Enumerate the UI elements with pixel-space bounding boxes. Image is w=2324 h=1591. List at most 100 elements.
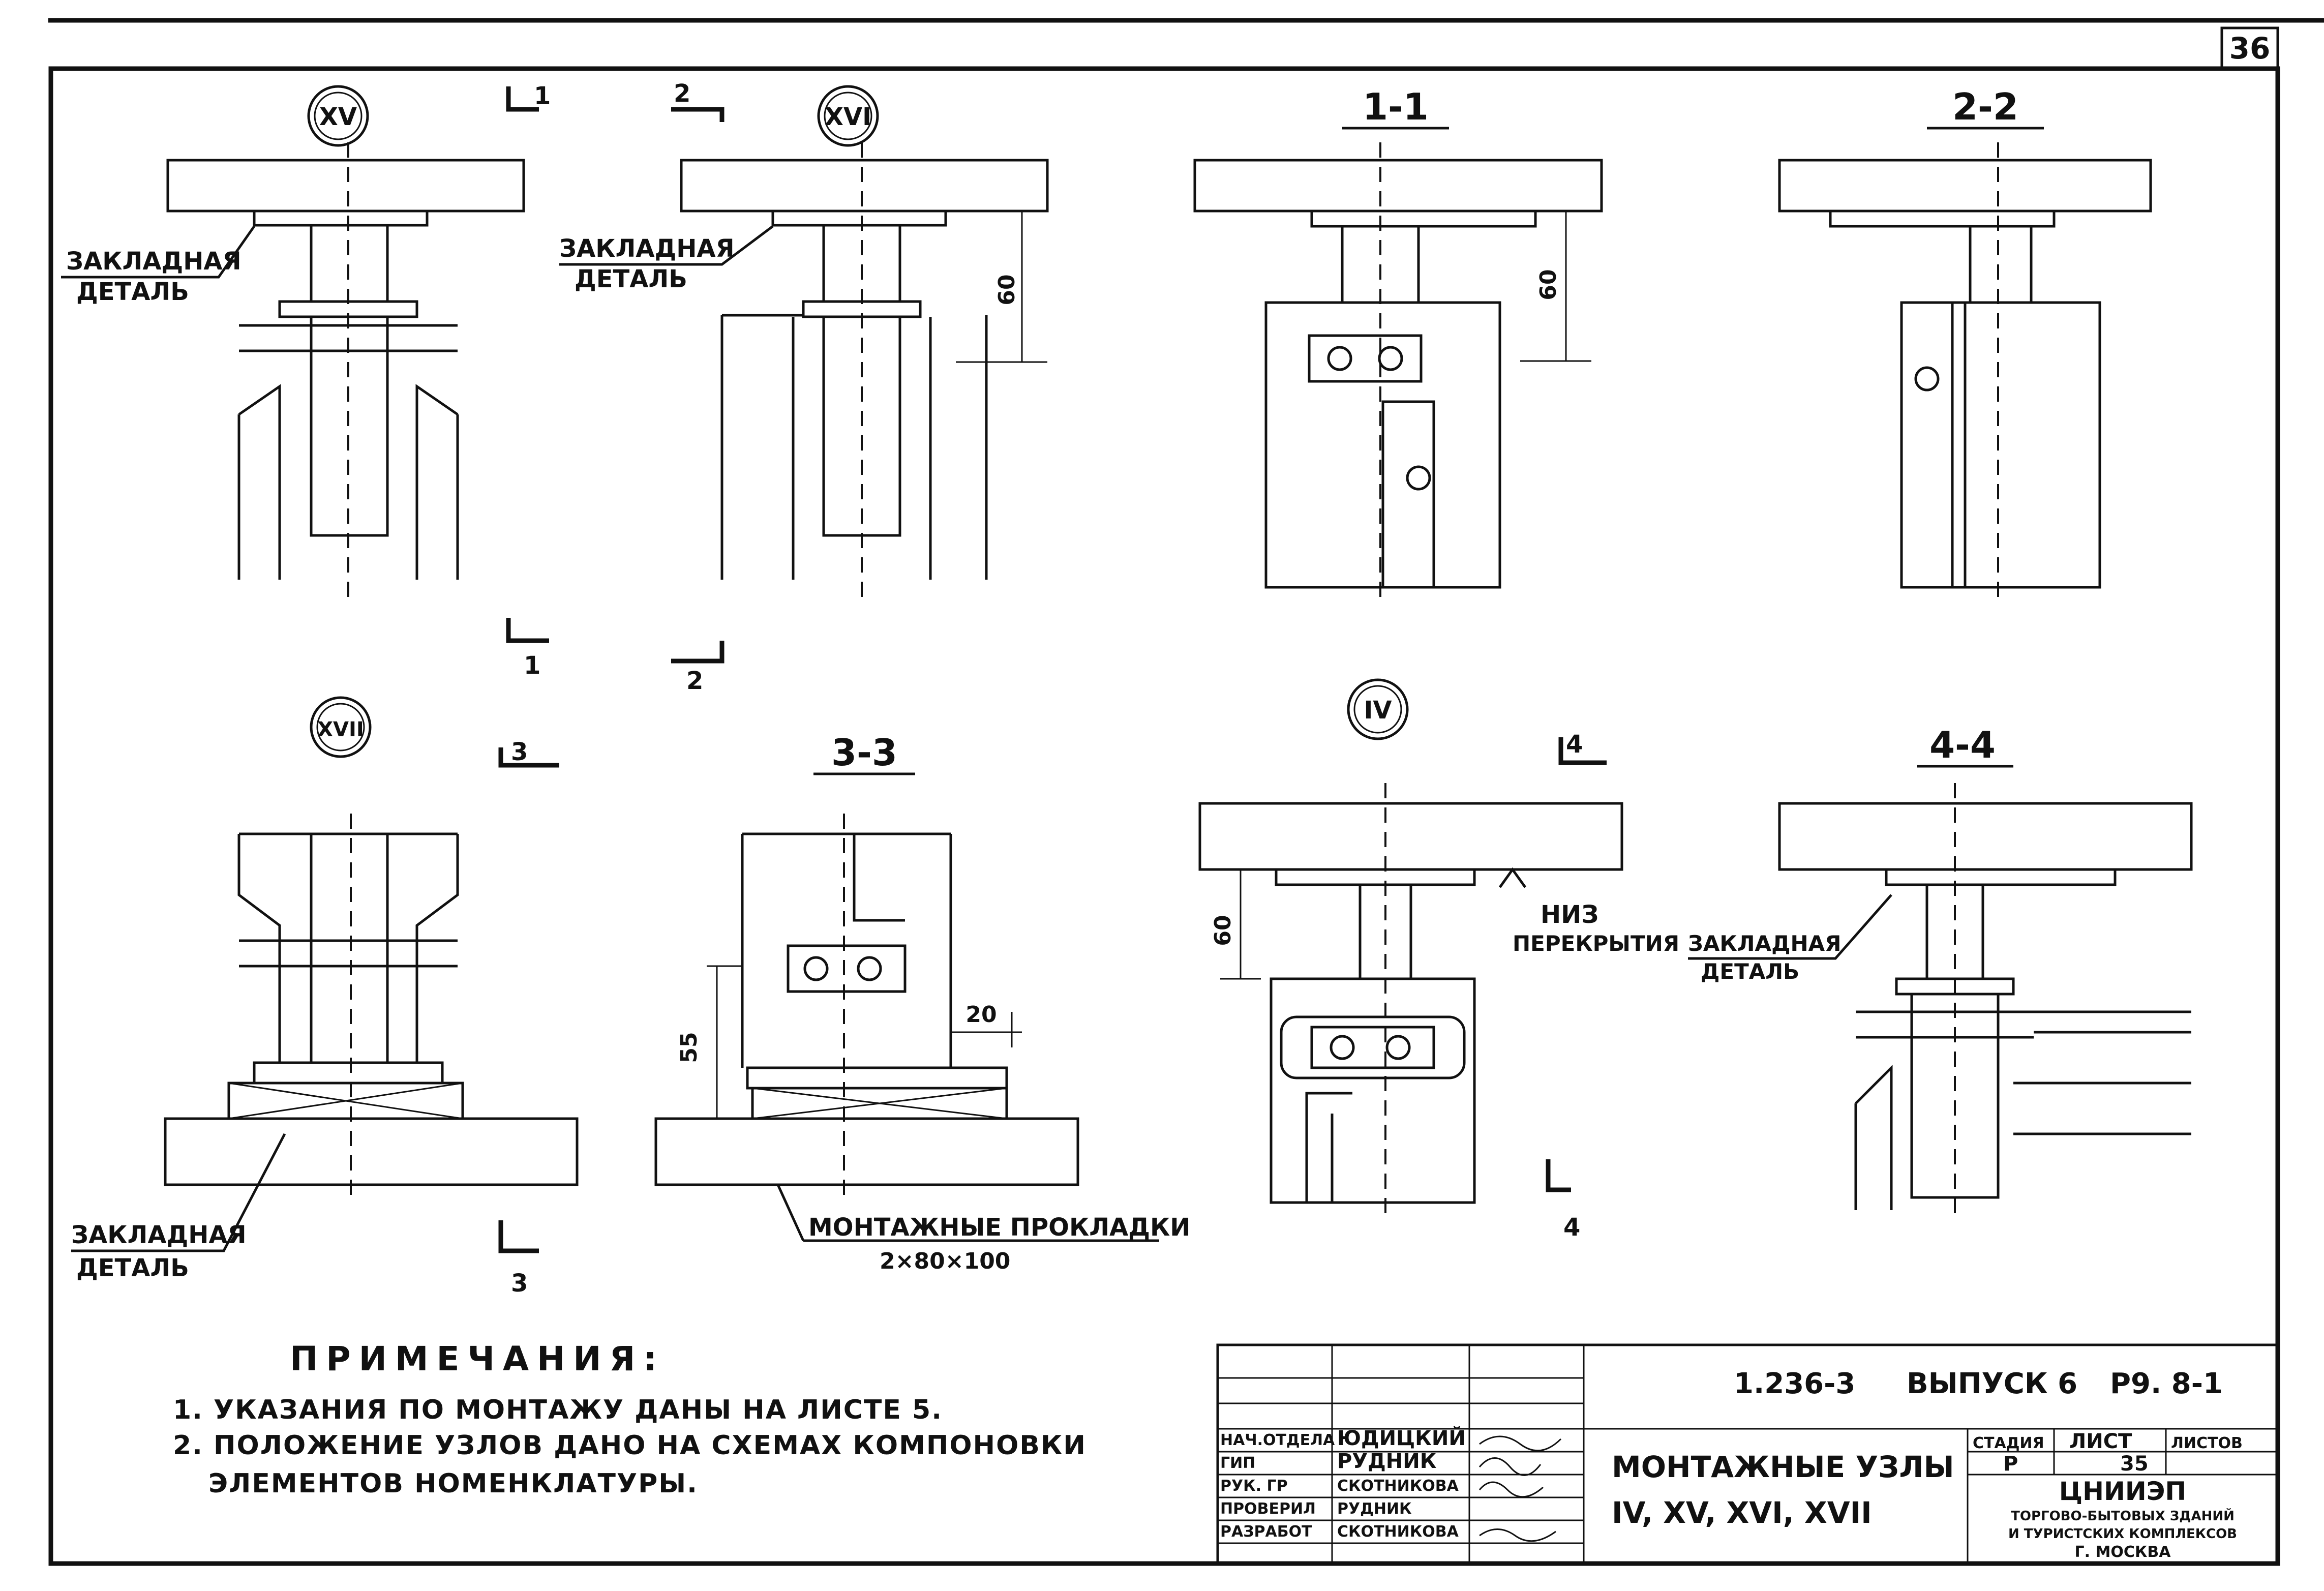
svg-text:ТОРГОВО-БЫТОВЫХ ЗДАНИЙ: ТОРГОВО-БЫТОВЫХ ЗДАНИЙ (2011, 1508, 2235, 1524)
section-1-marks (506, 86, 549, 643)
detail-xvii-slab (164, 1117, 579, 1186)
bolt-icon (1385, 1035, 1411, 1060)
svg-text:РАЗРАБОТ: РАЗРАБОТ (1220, 1523, 1312, 1541)
section-3-3-bolt-plate (787, 944, 907, 993)
section-4-4-title: 4-4 (1929, 724, 1996, 766)
detail-xvii: XVII 3 3 ЗАКЛАДНАЯ ДЕТАЛЬ (71, 696, 579, 1298)
section-1-1: 1-1 60 (1193, 85, 1603, 600)
svg-text:55: 55 (676, 1032, 702, 1063)
svg-text:3: 3 (511, 738, 528, 766)
svg-text:РУДНИК: РУДНИК (1337, 1450, 1437, 1473)
svg-text:РУК. ГР: РУК. ГР (1220, 1477, 1288, 1495)
section-4-4: 4-4 (1778, 724, 2193, 1215)
svg-text:СКОТНИКОВА: СКОТНИКОВА (1337, 1523, 1459, 1541)
svg-text:2: 2 (686, 667, 703, 695)
section-4-marks (1546, 737, 1607, 1192)
svg-text:2: 2 (674, 79, 690, 108)
svg-text:Р: Р (2003, 1452, 2018, 1476)
detail-iv-label: IV (1364, 696, 1392, 725)
detail-xv-embed-plate (253, 209, 429, 227)
bolt-icon (1406, 465, 1431, 491)
section-2-2-slab (1778, 159, 2152, 213)
svg-text:ЦНИИЭП: ЦНИИЭП (2059, 1477, 2186, 1506)
detail-xvi: XVI 2 2 ЗАКЛАДНАЯ ДЕТАЛЬ 60 (559, 79, 1049, 695)
detail-xvi-slab (680, 159, 1049, 213)
svg-text:1: 1 (534, 82, 551, 110)
svg-text:Г. МОСКВА: Г. МОСКВА (2075, 1543, 2171, 1561)
section-4-4-beam (2013, 1010, 2191, 1135)
svg-text:ЗАКЛАДНАЯ: ЗАКЛАДНАЯ (1688, 931, 1841, 956)
svg-text:ДЕТАЛЬ: ДЕТАЛЬ (76, 1254, 189, 1282)
notes: ПРИМЕЧАНИЯ: 1. УКАЗАНИЯ ПО МОНТАЖУ ДАНЫ … (173, 1339, 1086, 1499)
detail-xv: XV 1 1 ЗАКЛАДНАЯ ДЕТАЛЬ (61, 82, 551, 680)
svg-text:СТАДИЯ: СТАДИЯ (1973, 1434, 2044, 1452)
note-2: 2. ПОЛОЖЕНИЕ УЗЛОВ ДАНО НА СХЕМАХ КОМПОН… (173, 1430, 1086, 1461)
title-block: НАЧ.ОТДЕЛА ЮДИЦКИЙ ГИП РУДНИК РУК. ГР СК… (1216, 1343, 2279, 1565)
svg-text:4: 4 (1566, 730, 1583, 759)
section-2-2: 2-2 (1778, 85, 2152, 600)
bolt-icon (1330, 1035, 1355, 1060)
svg-text:60: 60 (1210, 915, 1236, 946)
detail-iv-column (1270, 977, 1476, 1204)
section-1-1-title: 1-1 (1363, 85, 1429, 128)
svg-text:20: 20 (965, 1002, 997, 1028)
section-4-4-slab (1778, 802, 2193, 871)
section-2-2-title: 2-2 (1952, 85, 2018, 128)
svg-text:4: 4 (1563, 1213, 1580, 1242)
note-2-cont: ЭЛЕМЕНТОВ НОМЕНКЛАТУРЫ. (208, 1468, 698, 1499)
bolt-icon (1378, 346, 1403, 371)
svg-text:НАЧ.ОТДЕЛА: НАЧ.ОТДЕЛА (1220, 1431, 1335, 1449)
note-1: 1. УКАЗАНИЯ ПО МОНТАЖУ ДАНЫ НА ЛИСТЕ 5. (173, 1395, 943, 1425)
notes-heading: ПРИМЕЧАНИЯ: (290, 1339, 665, 1378)
drawing-name: МОНТАЖНЫЕ УЗЛЫ (1612, 1450, 1954, 1484)
detail-xv-circle (307, 85, 369, 147)
svg-text:60: 60 (994, 274, 1020, 305)
svg-text:ПЕРЕКРЫТИЯ: ПЕРЕКРЫТИЯ (1513, 931, 1679, 956)
svg-text:ЗАКЛАДНАЯ: ЗАКЛАДНАЯ (66, 247, 242, 276)
drawing-nodes: IV, XV, XVI, XVII (1612, 1495, 1872, 1530)
drawing-border (48, 66, 2280, 1566)
svg-text:1: 1 (524, 651, 540, 680)
section-2-2-column (1900, 301, 2101, 589)
detail-xvii-label: XVII (317, 718, 364, 741)
svg-text:РУДНИК: РУДНИК (1337, 1500, 1412, 1518)
svg-text:ЛИСТОВ: ЛИСТОВ (2171, 1434, 2243, 1452)
svg-text:2×80×100: 2×80×100 (880, 1248, 1010, 1274)
detail-iv: IV 4 4 60 НИЗ ПЕРЕКРЫТИЯ ЗАКЛАДНАЯ ДЕТАЛ… (1198, 678, 1892, 1242)
doc-code: 1.236-3 (1734, 1367, 1855, 1400)
signature-marks (1478, 1435, 1562, 1542)
page-number: 36 (2229, 31, 2271, 66)
section-1-1-slab (1193, 159, 1603, 213)
svg-text:35: 35 (2120, 1452, 2149, 1476)
section-3-3-title: 3-3 (831, 731, 897, 774)
svg-text:ЗАКЛАДНАЯ: ЗАКЛАДНАЯ (71, 1221, 247, 1249)
svg-text:ЮДИЦКИЙ: ЮДИЦКИЙ (1337, 1426, 1466, 1450)
doc-number: Р9. 8-1 (2110, 1367, 2223, 1400)
svg-text:ДЕТАЛЬ: ДЕТАЛЬ (575, 265, 687, 293)
svg-text:ГИП: ГИП (1220, 1454, 1255, 1472)
bolt-icon (1914, 366, 1940, 392)
svg-text:60: 60 (1535, 269, 1561, 300)
detail-iv-circle (1347, 678, 1409, 740)
section-3-marks (498, 747, 559, 1253)
svg-text:НИЗ: НИЗ (1541, 900, 1598, 929)
svg-text:ПРОВЕРИЛ: ПРОВЕРИЛ (1220, 1500, 1316, 1518)
detail-xv-label: XV (319, 103, 357, 131)
section-2-marks (671, 107, 725, 664)
svg-text:ДЕТАЛЬ: ДЕТАЛЬ (76, 278, 189, 306)
detail-xv-slab (166, 159, 525, 213)
section-3-3-slab (654, 1117, 1079, 1186)
page-number-box (2220, 26, 2279, 70)
svg-text:ЗАКЛАДНАЯ: ЗАКЛАДНАЯ (559, 234, 735, 263)
svg-text:И ТУРИСТСКИХ КОМПЛЕКСОВ: И ТУРИСТСКИХ КОМПЛЕКСОВ (2008, 1526, 2237, 1542)
detail-xvi-circle (817, 85, 879, 147)
svg-text:ЛИСТ: ЛИСТ (2069, 1430, 2132, 1453)
bolt-icon (857, 956, 882, 981)
detail-xvi-label: XVI (825, 103, 871, 131)
svg-text:МОНТАЖНЫЕ ПРОКЛАДКИ: МОНТАЖНЫЕ ПРОКЛАДКИ (808, 1213, 1190, 1242)
svg-text:ДЕТАЛЬ: ДЕТАЛЬ (1701, 959, 1799, 984)
detail-iv-slab (1198, 802, 1623, 871)
detail-xvii-circle (310, 696, 372, 758)
svg-text:СКОТНИКОВА: СКОТНИКОВА (1337, 1477, 1459, 1495)
